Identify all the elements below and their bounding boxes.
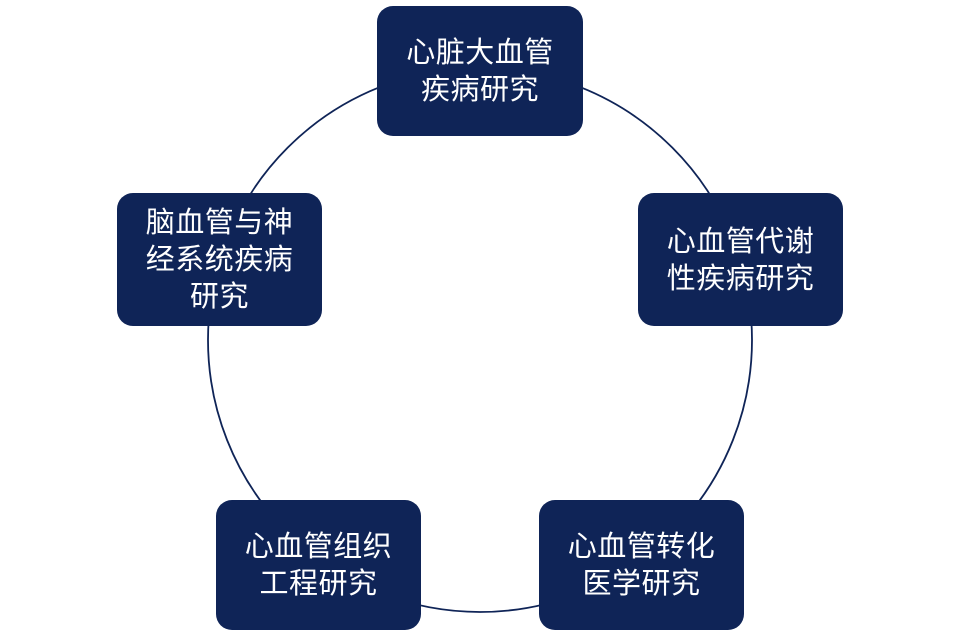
node-label: 心血管组织 工程研究 [244, 529, 393, 600]
node-cardiac-great-vessel-disease: 心脏大血管 疾病研究 [377, 6, 583, 136]
node-label: 脑血管与神 经系统疾病 研究 [145, 205, 294, 313]
node-label: 心血管代谢 性疾病研究 [666, 223, 815, 295]
node-cardiovascular-tissue-engineering: 心血管组织 工程研究 [216, 500, 421, 630]
node-label: 心脏大血管 疾病研究 [406, 35, 554, 106]
node-cardiovascular-translational-medicine: 心血管转化 医学研究 [539, 500, 744, 630]
node-cardiovascular-metabolic-disease: 心血管代谢 性疾病研究 [638, 193, 843, 326]
node-cerebrovascular-nervous-system-disease: 脑血管与神 经系统疾病 研究 [117, 193, 322, 326]
node-label: 心血管转化 医学研究 [567, 529, 716, 600]
